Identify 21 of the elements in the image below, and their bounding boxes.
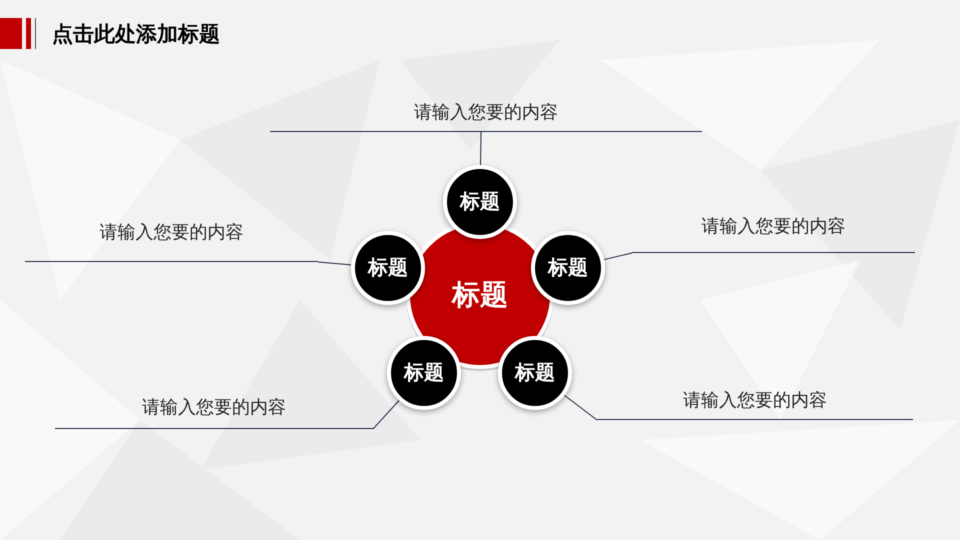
leader-line (372, 400, 400, 430)
circle-label: 标题 (368, 256, 408, 281)
circle-label: 标题 (460, 190, 500, 215)
callout-text: 请输入您要的内容 (683, 389, 827, 412)
text-callout (597, 388, 913, 420)
leader-line (318, 262, 352, 266)
slide-title: 点击此处添加标题 (52, 21, 220, 48)
callout-text: 请输入您要的内容 (414, 101, 558, 124)
text-callout (55, 395, 373, 429)
leader-line (604, 252, 632, 260)
callout-text: 请输入您要的内容 (702, 215, 846, 238)
callout-text: 请输入您要的内容 (100, 221, 244, 244)
leader-line (564, 394, 598, 420)
circle-label: 标题 (404, 361, 444, 386)
circle-label: 标题 (515, 361, 555, 386)
circle-label: 标题 (548, 256, 588, 281)
text-callout (632, 214, 915, 253)
text-callout (25, 220, 318, 262)
leader-line (480, 132, 482, 166)
callout-text: 请输入您要的内容 (142, 396, 286, 419)
text-callout (270, 100, 702, 132)
